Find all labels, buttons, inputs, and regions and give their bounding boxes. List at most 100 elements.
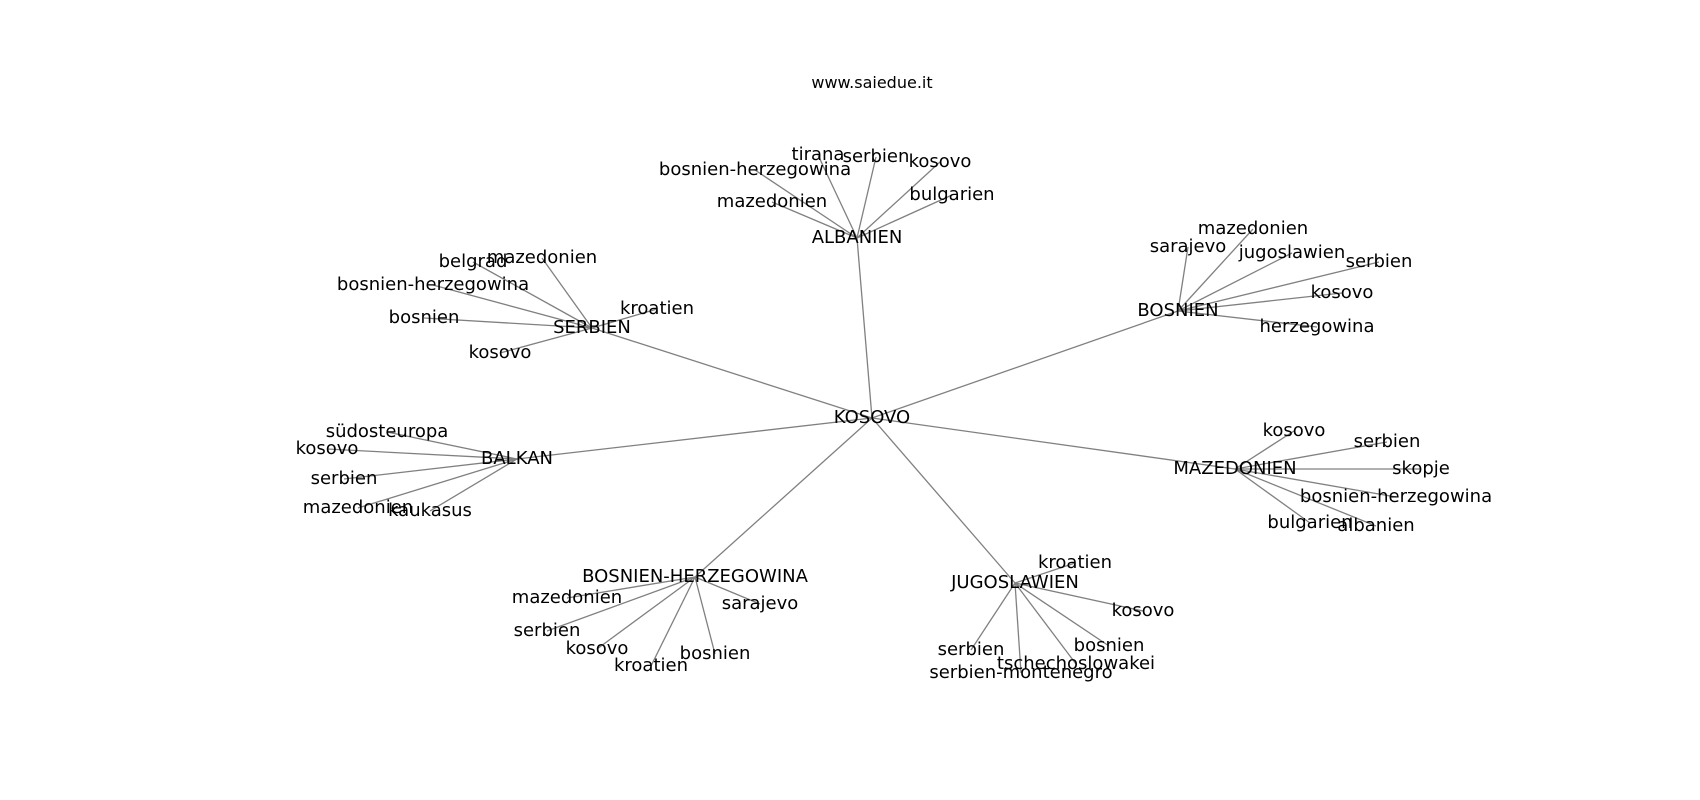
leaf-node: serbien (1346, 251, 1413, 272)
edge-hub-leaf (357, 458, 518, 509)
leaf-node: mazedonien (512, 587, 622, 608)
leaf-node: albanien (1337, 515, 1414, 536)
edge-hub-leaf (1177, 228, 1254, 312)
edge-hub-leaf (343, 458, 518, 480)
leaf-node: sarajevo (1150, 236, 1227, 257)
edge-hub-leaf (694, 576, 716, 655)
leaf-node: bulgarien (1267, 512, 1352, 533)
leaf-node: belgrad (439, 251, 508, 272)
leaf-node: serbien (843, 146, 910, 167)
edge-hub-leaf (856, 194, 953, 239)
leaf-node: serbien (311, 468, 378, 489)
leaf-node: mazedonien (487, 247, 597, 268)
leaf-node: kosovo (469, 342, 532, 363)
leaf-node: mazedonien (303, 497, 413, 518)
edge-root-hub (516, 417, 873, 460)
hub-node: MAZEDONIEN (1173, 458, 1296, 479)
edge-hub-leaf (326, 448, 518, 460)
leaf-node: bosnien-herzegowina (659, 159, 851, 180)
leaf-node: kosovo (1112, 600, 1175, 621)
edge-hub-leaf (1177, 310, 1318, 328)
leaf-node: tschechoslowakei (997, 653, 1155, 674)
hub-node: ALBANIEN (812, 227, 903, 248)
leaf-node: kosovo (296, 438, 359, 459)
leaf-node: serbien (514, 620, 581, 641)
hub-node: BOSNIEN (1137, 300, 1218, 321)
leaf-node: serbien-montenegro (929, 662, 1112, 683)
edge-hub-leaf (499, 327, 593, 354)
edge-root-hub (871, 417, 1236, 470)
leaf-node: bosnien (680, 643, 751, 664)
edge-hub-leaf (754, 169, 858, 239)
edge-hub-leaf (596, 576, 696, 650)
leaf-node: kosovo (909, 151, 972, 172)
hub-node: JUGOSLAWIEN (950, 572, 1079, 593)
edge-hub-leaf (817, 154, 858, 239)
edge-hub-leaf (1177, 292, 1343, 312)
edge-hub-leaf (1234, 468, 1377, 527)
edge-hub-leaf (546, 576, 696, 632)
edge-hub-leaf (1234, 468, 1397, 498)
edge-hub-leaf (650, 576, 696, 667)
leaf-node: südosteuropa (326, 421, 449, 442)
edge-hub-leaf (1234, 441, 1388, 470)
leaf-node: kosovo (566, 638, 629, 659)
leaf-node: kaukasus (388, 500, 472, 521)
leaf-node: herzegowina (1259, 316, 1374, 337)
leaf-node: bosnien-herzegowina (1300, 486, 1492, 507)
leaf-node: kroatien (614, 655, 688, 676)
edge-root-hub (694, 417, 873, 578)
edge-root-hub (871, 310, 1179, 419)
edge-hub-leaf (541, 257, 593, 329)
leaf-node: serbien (938, 639, 1005, 660)
edge-hub-leaf (1177, 246, 1189, 312)
edge-hub-leaf (856, 161, 941, 239)
diagram-title: www.saiedue.it (811, 73, 932, 92)
hub-node: BALKAN (481, 448, 553, 469)
edge-hub-leaf (1014, 582, 1077, 665)
edge-hub-leaf (694, 576, 761, 605)
edge-hub-leaf (386, 431, 518, 460)
leaf-node: tirana (792, 144, 845, 165)
edge-hub-leaf (1014, 562, 1076, 584)
edge-hub-leaf (423, 317, 593, 329)
edge-hub-leaf (1177, 261, 1380, 312)
edge-hub-leaf (970, 582, 1016, 651)
leaf-node: mazedonien (1198, 218, 1308, 239)
leaf-node: mazedonien (717, 191, 827, 212)
hub-node: BOSNIEN-HERZEGOWINA (582, 566, 809, 587)
edge-hub-leaf (771, 201, 858, 239)
edge-hub-leaf (1014, 582, 1144, 612)
edge-root-hub (856, 237, 873, 419)
edge-hub-leaf (1177, 252, 1293, 312)
leaf-node: kroatien (620, 298, 694, 319)
edge-root-hub (591, 327, 873, 419)
leaf-node: bosnien (389, 307, 460, 328)
leaf-node: kosovo (1263, 420, 1326, 441)
leaf-node: sarajevo (722, 593, 799, 614)
leaf-node: bosnien (1074, 635, 1145, 656)
edge-root-hub (871, 417, 1016, 584)
edge-hub-leaf (856, 156, 877, 239)
edge-hub-leaf (432, 284, 593, 329)
edge-hub-leaf (1234, 430, 1295, 470)
edge-hub-leaf (1014, 582, 1110, 647)
leaf-node: jugoslawien (1238, 242, 1345, 263)
leaf-node: bulgarien (909, 184, 994, 205)
edge-hub-leaf (429, 458, 518, 512)
leaf-node: bosnien-herzegowina (337, 274, 529, 295)
leaf-node: serbien (1354, 431, 1421, 452)
edge-hub-leaf (472, 261, 593, 329)
edges (326, 154, 1421, 674)
edge-hub-leaf (1014, 582, 1022, 674)
edge-hub-leaf (1234, 468, 1311, 524)
leaf-node: kroatien (1038, 552, 1112, 573)
hub-node: SERBIEN (553, 317, 631, 338)
root-node: KOSOVO (834, 407, 910, 428)
leaf-node: skopje (1392, 458, 1450, 479)
edge-hub-leaf (566, 576, 696, 599)
edge-hub-leaf (591, 308, 658, 329)
leaf-node: kosovo (1311, 282, 1374, 303)
